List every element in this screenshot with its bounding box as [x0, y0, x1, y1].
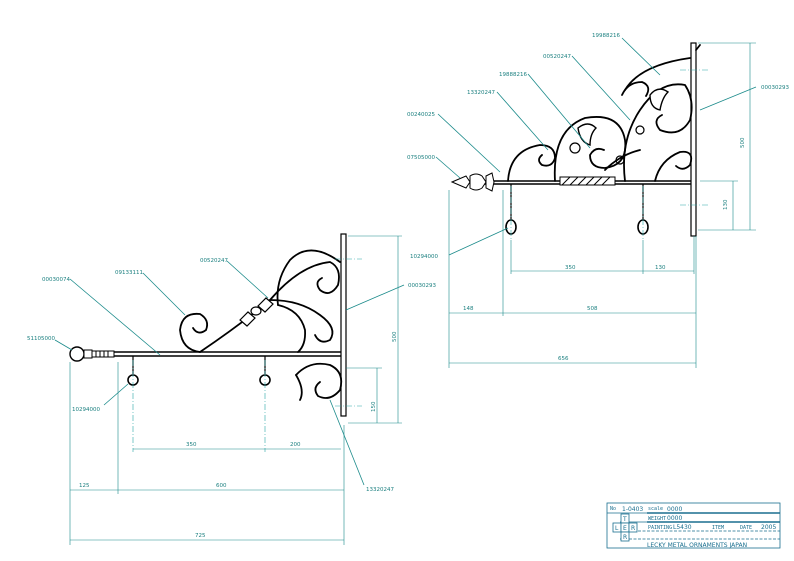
bottom-dim-150: 150 [371, 401, 377, 412]
bottom-dim-350: 350 [186, 442, 197, 448]
top-twisted-bar [559, 176, 616, 186]
top-label-00030293: 00030293 [761, 85, 789, 91]
top-label-00520247: 00520247 [543, 54, 571, 60]
bottom-label-09133111: 09133111 [115, 270, 143, 276]
top-label-13320247: 13320247 [467, 90, 495, 96]
bottom-wall-plate [340, 233, 347, 417]
bottom-scrollwork [179, 249, 343, 401]
top-dim-500: 500 [740, 137, 746, 148]
title-letter-r2: R [623, 534, 627, 541]
title-field2-value: 0000 [667, 515, 682, 522]
bottom-bracket-drawing: 00030074 09133111 00520247 00030293 5110… [27, 233, 436, 545]
top-label-10294000: 10294000 [410, 254, 438, 260]
title-field2-label: WEIGHT [648, 516, 666, 522]
bottom-label-10294000: 10294000 [72, 407, 100, 413]
bottom-label-00520247: 00520247 [200, 258, 228, 264]
title-field5-value: 2005 [761, 524, 776, 531]
top-finial [450, 172, 495, 192]
bottom-label-13320247: 13320247 [366, 487, 394, 493]
title-letter-r: R [631, 525, 635, 532]
title-block: No 1-0403 scale 0000 WEIGHT 0000 PAINTIN… [606, 502, 781, 549]
title-company-name: LECKY METAL ORNAMENTS JAPAN [647, 542, 747, 549]
bottom-dim-125: 125 [79, 483, 90, 489]
title-letter-e: E [623, 525, 627, 532]
title-no-label: No [610, 506, 616, 512]
top-wall-plate [690, 42, 697, 237]
top-dim-130-vertical: 130 [723, 199, 729, 210]
bottom-dim-600: 600 [216, 483, 227, 489]
bottom-dim-500: 500 [392, 331, 398, 342]
title-field5-label: DATE [740, 525, 752, 531]
bottom-label-00030293: 00030293 [408, 283, 436, 289]
top-dim-656: 656 [558, 356, 569, 362]
top-label-00240025: 00240025 [407, 112, 435, 118]
top-scrollwork [507, 57, 693, 182]
title-field1-value: 0000 [667, 506, 682, 513]
title-field3-value: L5430 [673, 524, 692, 531]
top-dim-508: 508 [587, 306, 598, 312]
title-field3-label: PAINTING [648, 525, 672, 531]
title-field1-label: scale [648, 506, 663, 512]
top-label-07505000: 07505000 [407, 155, 435, 161]
bottom-dim-200: 200 [290, 442, 301, 448]
title-no-value: 1-0403 [622, 506, 643, 513]
title-field4-label: ITEM [712, 525, 724, 531]
top-dim-350: 350 [565, 265, 576, 271]
top-label-19888216: 19888216 [499, 72, 527, 78]
top-label-19988216: 19988216 [592, 33, 620, 39]
top-bracket-drawing: 19988216 00520247 19888216 13320247 0024… [407, 33, 789, 368]
bottom-dim-725: 725 [195, 533, 206, 539]
bottom-label-51105000: 51105000 [27, 336, 55, 342]
bottom-label-00030074: 00030074 [42, 277, 70, 283]
bottom-ball-finial [69, 346, 115, 362]
top-dim-130: 130 [655, 265, 666, 271]
title-letter-t: T [622, 516, 627, 523]
title-letter-l: L [615, 525, 619, 532]
top-dim-148: 148 [463, 306, 474, 312]
